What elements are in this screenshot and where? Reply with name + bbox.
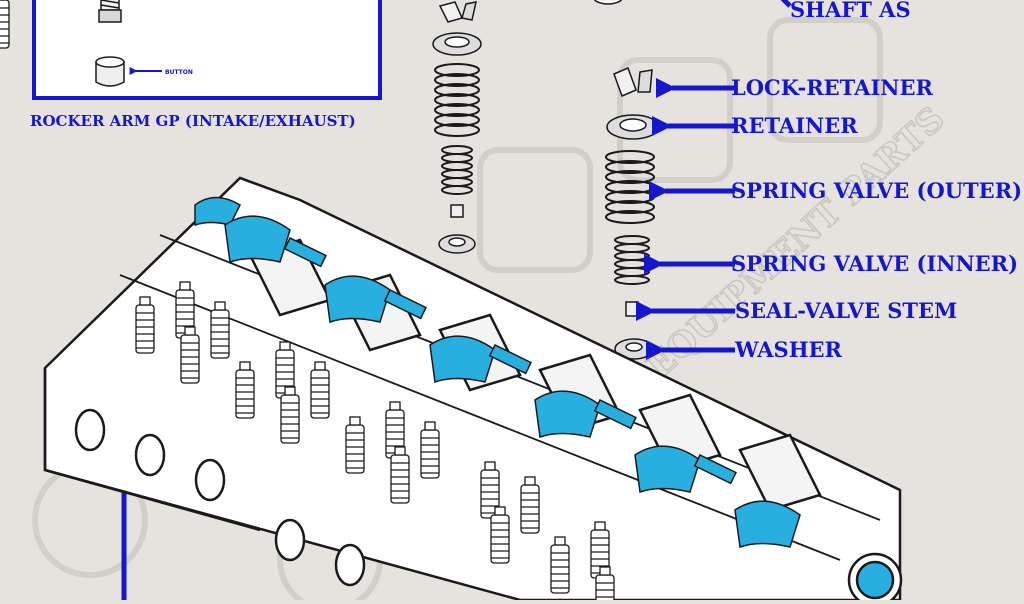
label-washer: WASHER [734,337,843,362]
label-seal: SEAL-VALVE STEM [735,298,957,323]
button-label: BUTTON [165,69,193,76]
label-lock-retainer: LOCK-RETAINER [731,75,933,100]
button-icon [95,56,125,87]
spring-inner-part [614,235,650,285]
label-shaft: SHAFT AS [790,0,911,22]
inset-box: BUTTON ROCKER ARM GP (INTAKE/EXHAUST) [30,0,382,130]
valve-stack-center [432,0,623,254]
label-spring-inner: SPRING VALVE (INNER) [731,251,1018,276]
valve-springs-head [0,0,615,604]
label-spring-outer: SPRING VALVE (OUTER) [731,178,1022,203]
inset-caption: ROCKER ARM GP (INTAKE/EXHAUST) [30,112,356,130]
seal-part [625,301,639,317]
label-retainer: RETAINER [731,113,858,138]
arrow-shaft-icon [780,0,792,8]
lock-retainer-part [613,66,637,98]
valve-stack-labeled [605,66,660,360]
spring-outer-part [605,150,655,224]
camshaft [194,196,801,549]
